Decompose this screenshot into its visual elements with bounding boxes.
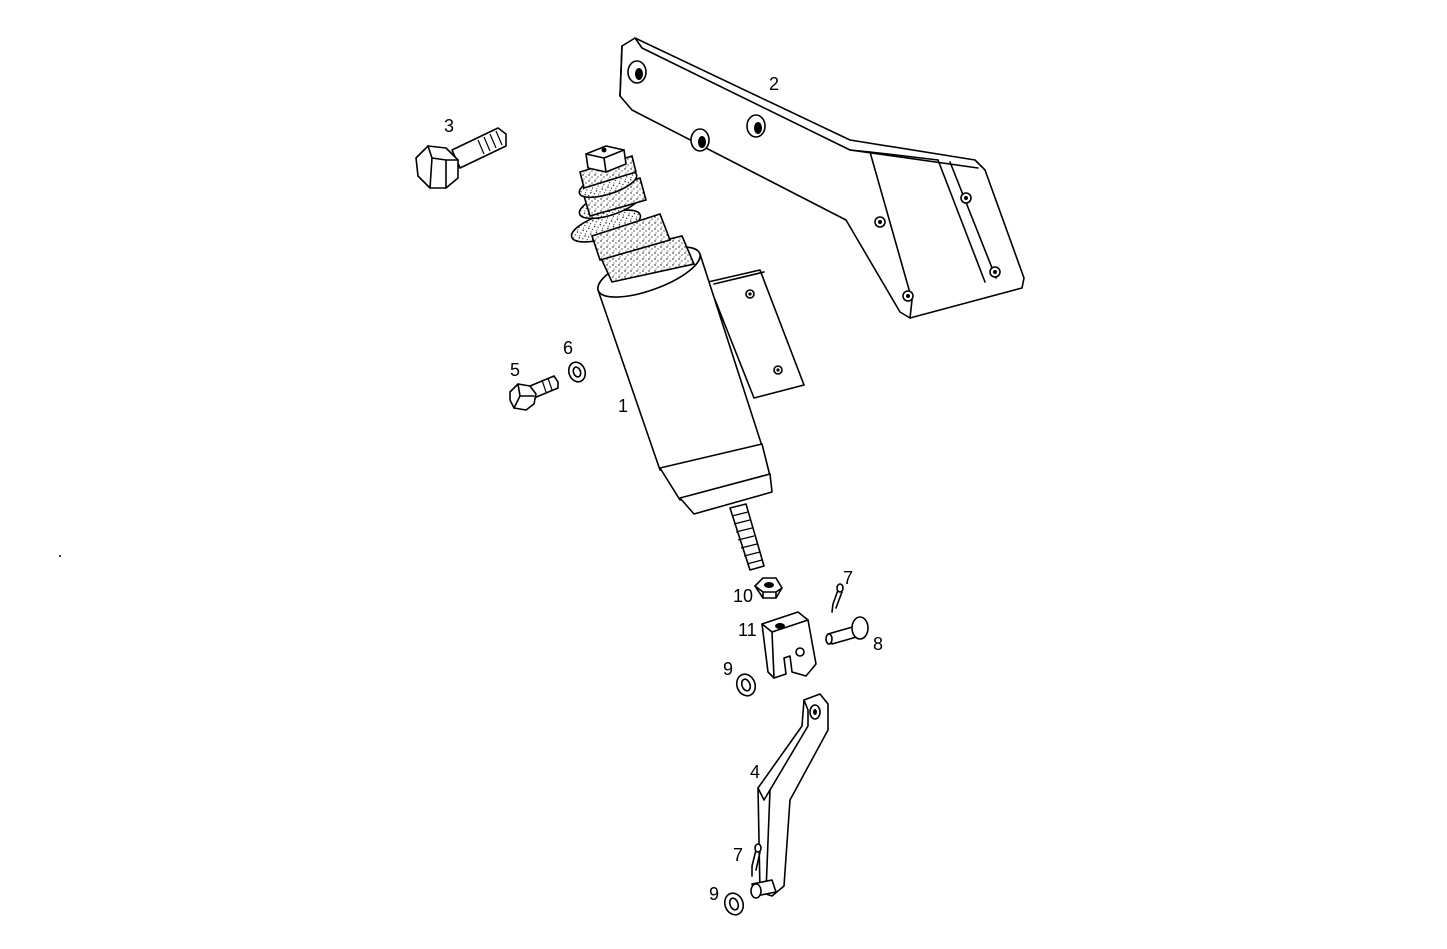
mounting-bracket [619,37,1025,319]
callout-1: 1 [618,396,628,416]
solenoid [570,145,805,571]
callout-6: 6 [563,338,573,358]
callout-7-lower: 7 [733,845,743,865]
hex-bolt-small [509,375,559,411]
hex-bolt-large [415,127,507,189]
clevis [761,611,817,679]
callout-10: 10 [733,586,753,606]
clevis-pin [825,616,869,645]
callout-3: 3 [444,116,454,136]
callout-7-upper: 7 [843,568,853,588]
washer-middle [735,673,757,697]
cotter-pin-upper [831,583,844,613]
callout-9-middle: 9 [723,659,733,679]
lever [750,693,829,899]
stray-dot [59,555,61,557]
callout-9-lower: 9 [709,884,719,904]
callout-11: 11 [738,620,757,640]
washer-lower [723,892,745,916]
callout-2: 2 [769,74,779,94]
washer-upper [567,361,587,383]
cotter-pin-lower [751,843,762,877]
callout-5: 5 [510,360,520,380]
hex-nut [754,577,783,599]
callout-4: 4 [750,762,760,782]
callout-8: 8 [873,634,883,654]
